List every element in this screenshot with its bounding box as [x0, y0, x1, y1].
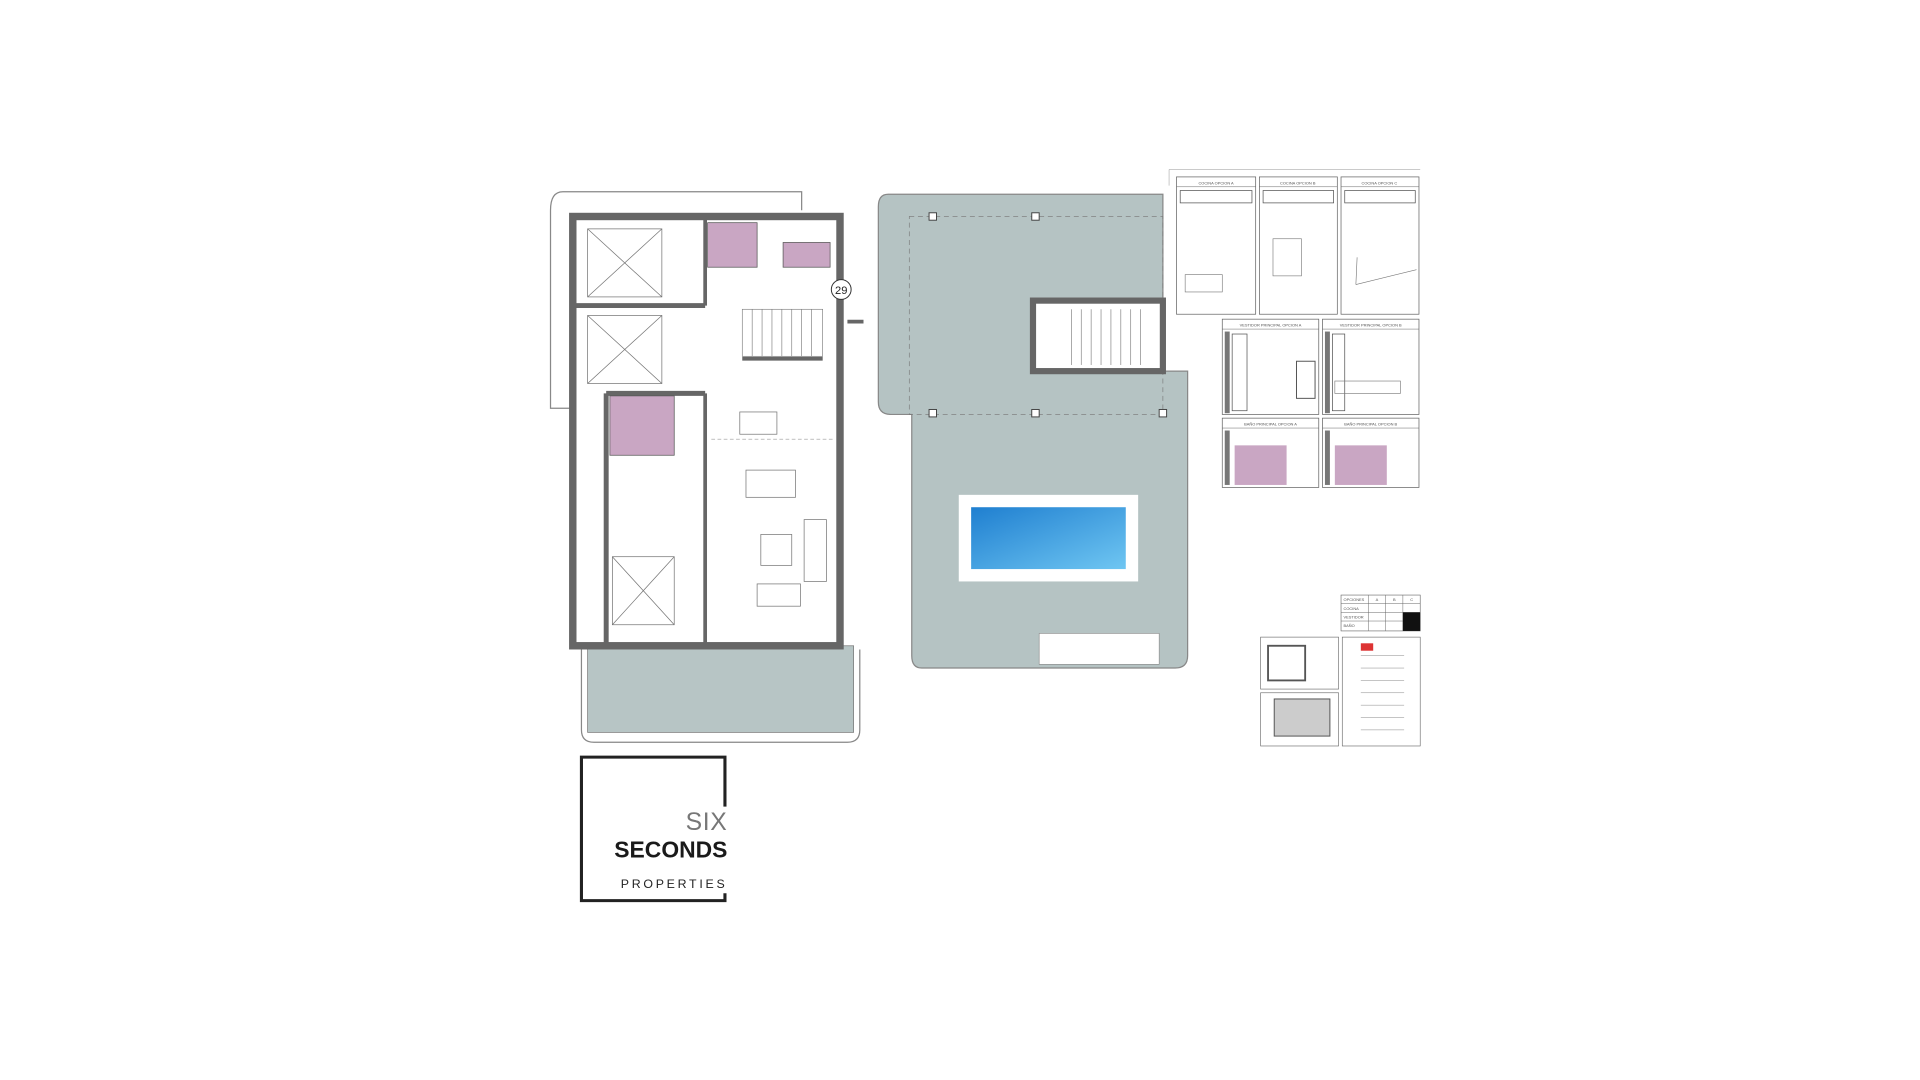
dressing-option-b: VESTIDOR PRINCIPAL OPCION B — [1322, 318, 1420, 415]
furniture — [587, 228, 827, 626]
six-seconds-properties-logo: SIX SECONDS PROPERTIES — [579, 755, 730, 903]
svg-text:SECONDS: SECONDS — [614, 836, 727, 862]
svg-text:B: B — [1393, 597, 1396, 602]
kitchen-option-b: COCINA OPCION B — [1259, 176, 1338, 315]
bathroom — [609, 395, 675, 456]
svg-text:OPCIONES: OPCIONES — [1344, 597, 1365, 602]
layout-options-panel: COCINA OPCION A COCINA OPCION B COCINA O… — [1168, 169, 1421, 488]
options-legend: OPCIONES A B C COCINA VESTIDOR BAÑO — [1260, 594, 1421, 747]
svg-text:BAÑO: BAÑO — [1344, 623, 1355, 628]
bathroom — [782, 242, 831, 268]
columns — [928, 212, 1168, 418]
unit-number-badge: 29 — [830, 279, 852, 300]
bathroom-option-b: BAÑO PRINCIPAL OPCION B — [1322, 417, 1420, 488]
terrace-area — [587, 645, 854, 733]
bathroom-option-a: BAÑO PRINCIPAL OPCION A — [1221, 417, 1320, 488]
kitchen-option-c: COCINA OPCION C — [1340, 176, 1420, 315]
bathroom — [707, 222, 758, 268]
svg-text:BAÑO PRINCIPAL OPCION A: BAÑO PRINCIPAL OPCION A — [1244, 422, 1297, 427]
svg-text:COCINA OPCION C: COCINA OPCION C — [1362, 180, 1398, 185]
apartment-floor-plan: 29 — [549, 191, 864, 743]
svg-text:A: A — [1376, 597, 1379, 602]
swimming-pool — [971, 507, 1126, 570]
svg-text:VESTIDOR PRINCIPAL OPCION A: VESTIDOR PRINCIPAL OPCION A — [1240, 323, 1302, 328]
dressing-option-a: VESTIDOR PRINCIPAL OPCION A — [1221, 318, 1320, 415]
svg-text:SIX: SIX — [686, 809, 728, 836]
stair-core — [1029, 297, 1166, 375]
building-section-thumbnail — [1341, 636, 1421, 747]
roof-terrace-plan — [877, 193, 1189, 669]
svg-text:PROPERTIES: PROPERTIES — [621, 877, 728, 891]
svg-text:BAÑO PRINCIPAL OPCION B: BAÑO PRINCIPAL OPCION B — [1344, 422, 1397, 427]
svg-text:VESTIDOR: VESTIDOR — [1344, 615, 1364, 620]
stairs — [741, 308, 823, 357]
svg-text:VESTIDOR PRINCIPAL OPCION B: VESTIDOR PRINCIPAL OPCION B — [1340, 323, 1402, 328]
kitchen-option-a: COCINA OPCION A — [1176, 176, 1257, 315]
svg-text:COCINA OPCION A: COCINA OPCION A — [1198, 180, 1234, 185]
svg-text:COCINA OPCION B: COCINA OPCION B — [1280, 180, 1316, 185]
unit-number: 29 — [835, 285, 847, 297]
svg-text:C: C — [1410, 597, 1413, 602]
svg-text:COCINA: COCINA — [1344, 606, 1360, 611]
